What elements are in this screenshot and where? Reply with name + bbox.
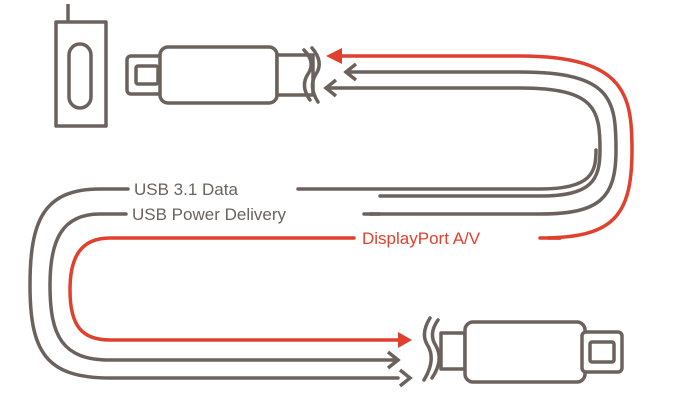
wire-displayport-loop — [68, 236, 406, 342]
label-usb-power-delivery: USB Power Delivery — [132, 205, 286, 224]
cable-wires — [28, 54, 634, 380]
arrowhead-icon-bottom — [386, 332, 413, 388]
wire-usb-power-loop — [48, 212, 400, 362]
usb-c-plug-icon-bottom — [439, 320, 624, 384]
wire-usb-power-outer — [324, 86, 602, 198]
usb-c-plug-icon — [125, 45, 315, 105]
cable-break-marks-bottom — [422, 316, 441, 382]
wire-displayport — [334, 54, 634, 240]
label-usb-3-1-data: USB 3.1 Data — [134, 180, 238, 199]
arrowhead-icon — [323, 48, 358, 98]
cable-break-marks-top — [302, 46, 321, 104]
wire-usb-data-middle — [344, 70, 618, 216]
label-displayport-av: DisplayPort A/V — [362, 229, 481, 248]
wire-usb-data-loop — [28, 187, 400, 380]
usb-c-port-icon — [54, 4, 108, 128]
